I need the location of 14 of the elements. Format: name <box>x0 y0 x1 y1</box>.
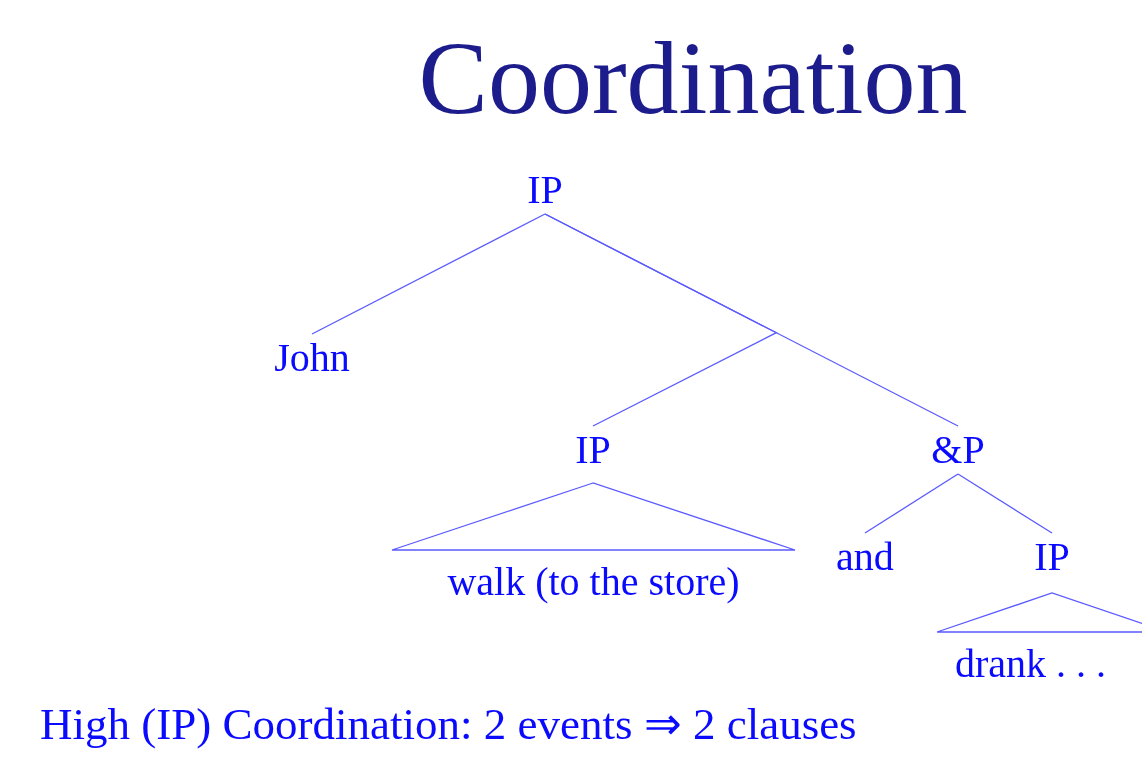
node-label: IP <box>1032 533 1072 581</box>
tree-branch <box>957 473 1053 534</box>
slide-title: Coordination <box>418 26 968 130</box>
leaf-text: drank . . . <box>955 644 1107 684</box>
tree-branch <box>544 213 959 427</box>
tree-branch <box>311 213 546 335</box>
tree-branch <box>864 473 959 534</box>
node-label: and <box>834 533 896 581</box>
node-label: IP <box>573 426 613 474</box>
node-label: IP <box>525 166 565 214</box>
leaf-text: walk (to the store) <box>447 562 740 602</box>
node-label: &P <box>929 426 987 474</box>
node-label: John <box>272 334 352 382</box>
caption-text: High (IP) Coordination: 2 events ⇒ 2 clauses <box>40 700 857 750</box>
